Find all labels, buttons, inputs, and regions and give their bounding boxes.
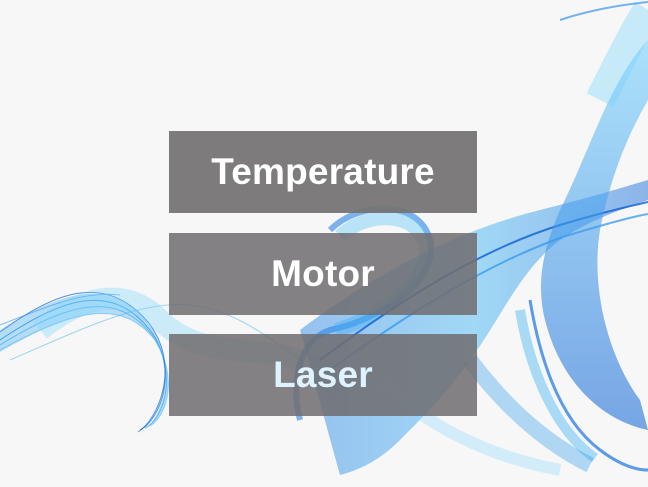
temperature-label: Temperature xyxy=(211,151,435,192)
laser-label: Laser xyxy=(273,354,373,395)
motor-button[interactable]: Motor xyxy=(169,233,477,315)
temperature-button[interactable]: Temperature xyxy=(169,131,477,213)
motor-label: Motor xyxy=(271,253,375,294)
laser-button[interactable]: Laser xyxy=(169,334,477,416)
